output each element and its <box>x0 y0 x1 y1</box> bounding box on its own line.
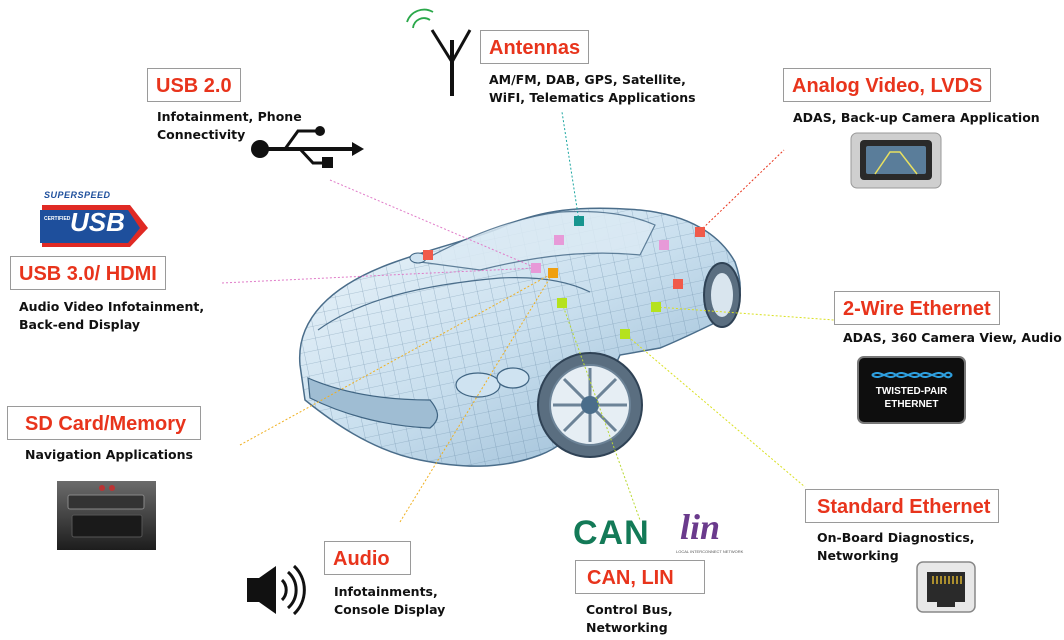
speaker-icon <box>247 564 306 616</box>
antennas-description: AM/FM, DAB, GPS, Satellite, WiFI, Telema… <box>489 71 696 107</box>
standard-ethernet-title: Standard Ethernet <box>805 489 1000 523</box>
can-lin-title: CAN, LIN <box>575 560 705 594</box>
superspeed-logo-text: SUPERSPEED <box>44 190 111 200</box>
twisted-pair-text-2: ETHERNET <box>884 399 939 410</box>
lin-logo: lin <box>680 507 721 547</box>
usb2-title: USB 2.0 <box>147 68 241 102</box>
usb3-hdmi-description: Audio Video Infotainment, Back-end Displ… <box>19 298 204 334</box>
antenna-icon <box>406 8 472 96</box>
can-lin-description: Control Bus, Networking <box>586 601 673 637</box>
sd-card-desc-line-1: Navigation Applications <box>25 447 193 462</box>
two-wire-ethernet-title: 2-Wire Ethernet <box>834 291 1000 325</box>
front-wheel <box>537 352 643 458</box>
sd-card-title: SD Card/Memory <box>7 406 202 440</box>
usb2-desc-line-2: Connectivity <box>157 127 246 142</box>
two-wire-ethernet-description: ADAS, 360 Camera View, Audio <box>843 329 1062 347</box>
standard-ethernet-desc-line-1: On-Board Diagnostics, <box>817 530 975 545</box>
audio-desc-line-1: Infotainments, <box>334 584 438 599</box>
standard-ethernet-description: On-Board Diagnostics, Networking <box>817 529 975 565</box>
analog-video-title: Analog Video, LVDS <box>783 68 992 102</box>
antennas-desc-line-2: WiFI, Telematics Applications <box>489 90 696 105</box>
analog-video-description: ADAS, Back-up Camera Application <box>793 109 1040 127</box>
antennas-desc-line-1: AM/FM, DAB, GPS, Satellite, <box>489 72 686 87</box>
usb2-desc-line-1: Infotainment, Phone <box>157 109 302 124</box>
car-wireframe <box>298 207 741 467</box>
can-lin-desc-line-2: Networking <box>586 620 668 635</box>
connector-lines <box>221 111 835 523</box>
sd-card-slot-image <box>57 481 156 550</box>
sd-card-description: Navigation Applications <box>25 446 193 464</box>
superspeed-usb-text: USB <box>70 207 125 237</box>
connection-dots <box>423 216 705 339</box>
usb3-hdmi-title: USB 3.0/ HDMI <box>10 256 166 290</box>
two-wire-desc-line-1: ADAS, 360 Camera View, Audio <box>843 330 1062 345</box>
can-lin-desc-line-1: Control Bus, <box>586 602 673 617</box>
usb-trident-icon <box>251 126 364 168</box>
twisted-pair-ethernet-badge <box>857 356 966 424</box>
usb2-description: Infotainment, Phone Connectivity <box>157 108 302 144</box>
can-logo: CAN <box>573 514 650 552</box>
standard-ethernet-desc-line-2: Networking <box>817 548 899 563</box>
usb3-desc-line-2: Back-end Display <box>19 317 141 332</box>
twisted-pair-text-1: TWISTED-PAIR <box>875 386 948 397</box>
ethernet-port-icon <box>916 561 976 613</box>
audio-title: Audio <box>324 541 411 575</box>
audio-description: Infotainments, Console Display <box>334 583 445 619</box>
superspeed-certified-text: CERTIFIED <box>44 216 71 222</box>
antennas-title: Antennas <box>480 30 590 64</box>
superspeed-usb-logo <box>40 190 148 247</box>
lin-logo-subtitle: LOCAL INTERCONNECT NETWORK <box>676 549 744 554</box>
analog-video-desc-line-1: ADAS, Back-up Camera Application <box>793 110 1040 125</box>
audio-desc-line-2: Console Display <box>334 602 446 617</box>
rear-wheel <box>703 262 741 328</box>
backup-camera-image <box>850 132 942 189</box>
usb3-desc-line-1: Audio Video Infotainment, <box>19 299 205 314</box>
